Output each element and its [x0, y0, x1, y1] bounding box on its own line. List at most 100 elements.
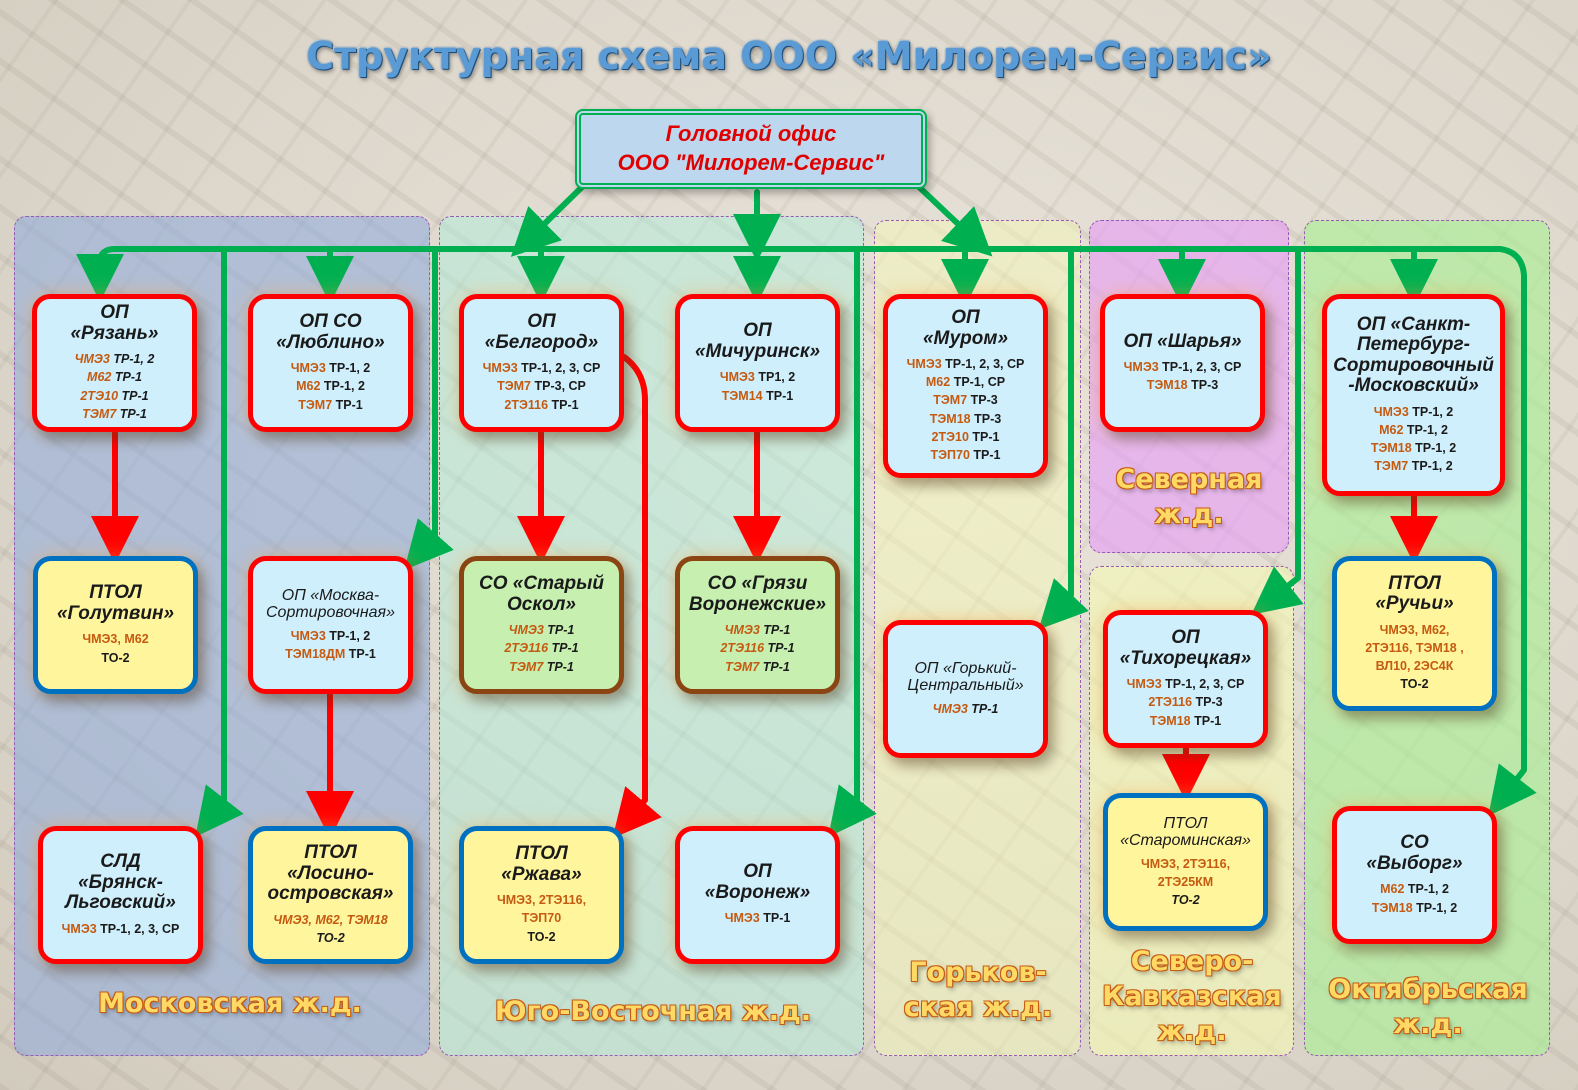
equipment-line: ЧМЭ3, М62: [82, 630, 148, 648]
repair-type: ТР1, 2: [758, 370, 796, 385]
locomotive-series: ЧМЭ3: [724, 623, 760, 638]
equipment-line: М62 ТР-1, СР: [926, 373, 1005, 391]
node-op-gorky-central[interactable]: ОП «Горький- Центральный» ЧМЭ3 ТР-1: [883, 620, 1048, 758]
equipment-line: 2ТЭ116 ТР-1: [504, 396, 578, 414]
locomotive-series: ТЭМ7: [82, 406, 117, 421]
node-name: ОП «Горький- Центральный»: [907, 659, 1024, 694]
region-label-moscow: Московская ж.д.: [98, 988, 362, 1019]
node-ptol-losino-ostrovskaya[interactable]: ПТОЛ «Лосино- островская»ЧМЭ3, М62, ТЭМ1…: [248, 826, 413, 964]
equipment-line: ЧМЭ3 ТР-1: [509, 621, 575, 639]
locomotive-series: ЧМЭ3: [290, 629, 326, 644]
repair-type: ТР-1: [119, 406, 147, 421]
node-name: ОП «Белгород»: [484, 311, 599, 353]
node-op-spb[interactable]: ОП «Санкт- Петербург- Сортировочный -Мос…: [1322, 294, 1505, 496]
repair-type: ТР-1: [114, 370, 142, 385]
repair-type: ТР-1: [763, 911, 791, 926]
maintenance-type: ТО-2: [101, 650, 130, 665]
repair-type: ТР-1: [971, 702, 999, 717]
repair-type: ТР-1: [546, 659, 574, 674]
equipment-line: ЧМЭ3 ТР-1, 2: [291, 627, 371, 645]
equipment-line: ТЭП70 ТР-1: [931, 446, 1001, 464]
equipment-line: ЧМЭ3 ТР-1, 2, 3, СР: [483, 359, 601, 377]
locomotive-series: ТЭМ18: [1371, 900, 1413, 915]
repair-type: ТР-3: [1195, 695, 1223, 710]
locomotive-series: ЧМЭ3: [290, 361, 326, 376]
repair-type: ТР-3, СР: [534, 379, 586, 394]
node-name: ОП «Санкт- Петербург- Сортировочный -Мос…: [1333, 313, 1494, 397]
node-name: ОП «Мичуринск»: [694, 320, 821, 362]
repair-type: ТР-1, 2, 3, СР: [1165, 677, 1245, 692]
equipment-line: ТЭМ14 ТР-1: [722, 387, 793, 405]
head-office-line1: Головной офис: [665, 121, 837, 147]
node-name: ПТОЛ «Ржава»: [501, 843, 582, 885]
node-name: СО «Грязи Воронежские»: [688, 573, 827, 615]
maintenance-type: ТО-2: [1171, 893, 1200, 908]
locomotive-series: ТЭМ7: [725, 659, 760, 674]
equipment-line: ЧМЭ3 ТР-1: [725, 909, 791, 927]
repair-type: ТР-1: [551, 397, 579, 412]
repair-type: ТР-1: [335, 397, 363, 412]
repair-type: ТР-1, 2: [1412, 404, 1454, 419]
equipment-line: ТЭМ7 ТР-1: [509, 658, 574, 676]
head-office-box[interactable]: Головной офис ООО "Милорем-Сервис": [575, 109, 927, 189]
region-label-gorky: Горьков- ская ж.д.: [903, 957, 1053, 1024]
locomotive-series: ЧМЭ3: [482, 361, 518, 376]
node-name: СО «Выборг»: [1366, 832, 1463, 874]
node-name: ОП «Москва- Сортировочная»: [266, 586, 395, 621]
equipment-line: 2ТЭ116 ТР-1: [504, 639, 578, 657]
locomotive-series: ТЭМ7: [298, 397, 333, 412]
repair-type: ТР-1, 2: [1406, 422, 1448, 437]
equipment-line: ЧМЭ3 ТР-1: [725, 621, 791, 639]
locomotive-series: ТЭМ14: [721, 388, 763, 403]
repair-type: ТР-1: [1194, 713, 1222, 728]
repair-type: ТР-1, 2: [323, 379, 365, 394]
equipment-line: ЧМЭ3, М62, ТЭМ18: [273, 911, 388, 929]
node-sld-bryansk-lgovsky[interactable]: СЛД «Брянск- Льговский» ЧМЭ3 ТР-1, 2, 3, …: [38, 826, 203, 964]
region-label-southeast: Юго-Восточная ж.д.: [494, 996, 812, 1027]
node-name: СЛД «Брянск- Льговский»: [65, 851, 176, 914]
repair-type: ТР-1, 2, 3, СР: [521, 361, 601, 376]
repair-type: ТР-1: [121, 388, 149, 403]
region-label-north-caucasus: Северо- Кавказская ж.д.: [1102, 946, 1282, 1048]
repair-type: ТР-1, 2, 3, СР: [1162, 360, 1242, 375]
page-title: Структурная схема ООО «Милорем-Сервис»: [306, 34, 1272, 78]
locomotive-series: ТЭМ18: [929, 411, 971, 426]
locomotive-series: ЧМЭ3, 2ТЭ116,: [496, 893, 587, 908]
equipment-line: ТЭМ7 ТР-1: [298, 396, 362, 414]
equipment-line: 2ТЭ116 ТР-1: [720, 639, 794, 657]
equipment-line: ВЛ10, 2ЭС4К: [1376, 657, 1454, 675]
repair-type: ТР-1, 2, 3, СР: [100, 921, 180, 936]
locomotive-series: 2ТЭ116: [1148, 695, 1193, 710]
repair-type: ТР-1, 2: [329, 361, 371, 376]
node-ptol-ruchyi[interactable]: ПТОЛ «Ручьи»ЧМЭ3, М62,2ТЭ116, ТЭМ18 ,ВЛ1…: [1332, 556, 1497, 711]
locomotive-series: ЧМЭ3: [61, 921, 97, 936]
repair-type: ТР-3: [1191, 378, 1219, 393]
equipment-line: ЧМЭ3, 2ТЭ116,: [1141, 855, 1230, 873]
node-name: ОП «Рязань»: [70, 302, 159, 344]
locomotive-series: 2ТЭ116: [720, 641, 765, 656]
repair-type: ТР-1: [547, 623, 575, 638]
equipment-line: ТЭМ18 ТР-1: [1150, 712, 1221, 730]
repair-type: ТР-1: [973, 447, 1001, 462]
locomotive-series: ЧМЭ3, 2ТЭ116,: [1140, 857, 1231, 872]
equipment-line: ЧМЭ3 ТР-1: [933, 700, 999, 718]
equipment-line: ЧМЭ3 ТР-1, 2: [75, 350, 155, 368]
repair-type: ТР-1: [763, 623, 791, 638]
locomotive-series: ЧМЭ3: [932, 702, 968, 717]
node-op-voronezh[interactable]: ОП «Воронеж»ЧМЭ3 ТР-1: [675, 826, 840, 964]
region-label-northern: Северная ж.д.: [1115, 464, 1263, 531]
